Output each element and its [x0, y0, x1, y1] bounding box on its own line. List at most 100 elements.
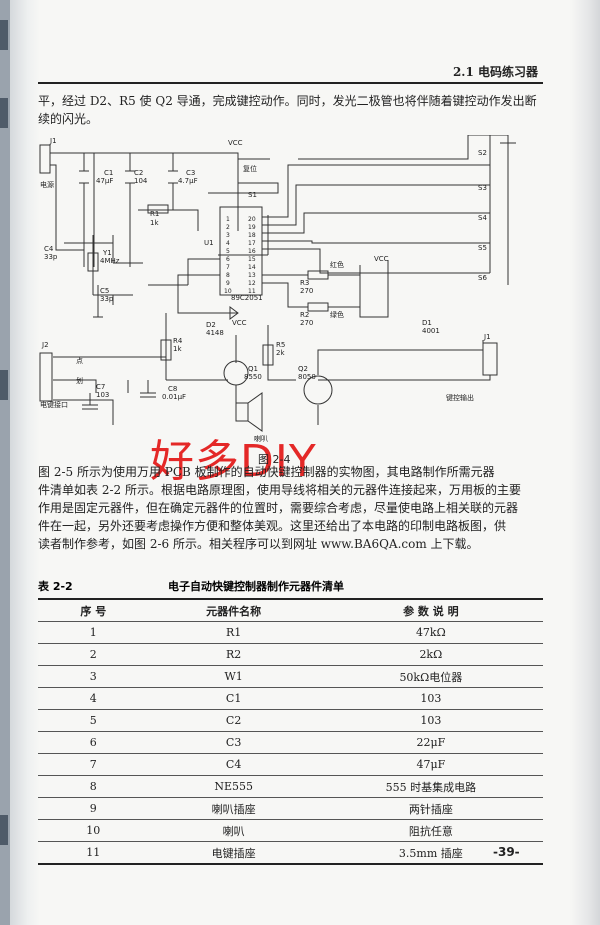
svg-text:R5: R5 [276, 341, 285, 349]
svg-text:电源: 电源 [40, 180, 54, 189]
q2-transistor [303, 375, 333, 405]
table-cell: 555 时基集成电路 [318, 775, 543, 798]
r1-resistor [147, 204, 169, 214]
svg-text:喇叭: 喇叭 [254, 434, 268, 443]
svg-text:VCC: VCC [228, 139, 243, 147]
table-cell: 9 [38, 797, 149, 820]
svg-text:8550: 8550 [244, 373, 262, 381]
column-header: 序 号 [38, 598, 149, 622]
svg-text:19: 19 [248, 224, 256, 231]
svg-text:S3: S3 [478, 184, 487, 192]
svg-text:绿色: 绿色 [330, 310, 344, 319]
svg-text:Q2: Q2 [298, 365, 308, 373]
svg-text:R2: R2 [300, 311, 309, 319]
svg-text:33p: 33p [100, 295, 114, 303]
page-number: -39- [493, 845, 520, 859]
svg-text:1k: 1k [173, 345, 182, 353]
r2-resistor [307, 302, 329, 312]
section-header: 2.1 电码练习器 [452, 65, 538, 79]
svg-text:10: 10 [224, 288, 232, 295]
svg-text:键控输出: 键控输出 [446, 393, 474, 402]
svg-text:3: 3 [226, 232, 230, 239]
svg-text:D2: D2 [206, 321, 216, 329]
table-heading: 表 2-2 电子自动快键控制器制作元器件清单 [38, 578, 543, 594]
table-cell: 3.5mm 插座 [318, 841, 543, 865]
table-cell: 2kΩ [318, 643, 543, 666]
svg-text:S2: S2 [478, 149, 487, 157]
svg-text:划: 划 [76, 376, 83, 385]
svg-text:复位: 复位 [243, 164, 257, 173]
table-cell: R2 [148, 643, 319, 666]
table-cell: 2 [38, 643, 149, 666]
svg-text:J1: J1 [483, 333, 491, 341]
table-cell: W1 [148, 665, 319, 688]
body-line: 件在一起，另外还要考虑操作方便和整体美观。这里还给出了本电路的印制电路板图，供 [38, 519, 507, 533]
svg-text:R1: R1 [150, 210, 159, 218]
svg-text:15: 15 [248, 256, 256, 263]
spine-mark [0, 370, 8, 400]
svg-text:2k: 2k [276, 349, 285, 357]
table-cell: 22μF [318, 731, 543, 754]
svg-text:5: 5 [226, 248, 230, 255]
watermark-text: 好多DIY [150, 436, 317, 487]
svg-text:R4: R4 [173, 337, 183, 345]
svg-text:红色: 红色 [330, 260, 344, 269]
table-cell: 103 [318, 687, 543, 710]
svg-text:13: 13 [248, 272, 256, 279]
table-cell: 阻抗任意 [318, 819, 543, 842]
svg-text:D1: D1 [422, 319, 432, 327]
table-cell: 喇叭 [148, 819, 319, 842]
svg-text:C7: C7 [96, 383, 105, 391]
table-cell: 1 [38, 621, 149, 644]
svg-text:104: 104 [134, 177, 148, 185]
body-line: 读者制作参考，如图 2-6 所示。相关程序可以到网址 www.BA6QA.com… [38, 537, 479, 551]
table-cell: 47μF [318, 753, 543, 776]
u1-chip [219, 206, 263, 296]
j1-output-jack [482, 342, 498, 376]
r5-resistor [262, 344, 274, 366]
svg-text:J1: J1 [49, 137, 57, 145]
svg-text:4001: 4001 [422, 327, 440, 335]
svg-text:11: 11 [248, 288, 256, 295]
table-cell: 3 [38, 665, 149, 688]
svg-text:C2: C2 [134, 169, 143, 177]
svg-text:电键接口: 电键接口 [40, 400, 68, 409]
svg-text:8050: 8050 [298, 373, 316, 381]
svg-text:4: 4 [226, 240, 230, 247]
svg-text:C5: C5 [100, 287, 109, 295]
svg-text:6: 6 [226, 256, 230, 263]
book-spine [0, 0, 10, 925]
svg-text:VCC: VCC [232, 319, 247, 327]
svg-text:16: 16 [248, 248, 256, 255]
svg-text:103: 103 [96, 391, 109, 399]
body-line: 件清单如表 2-2 所示。根据电路原理图，使用导线将相关的元器件连接起来，万用板… [38, 483, 521, 497]
svg-text:2: 2 [226, 224, 230, 231]
j2-connector [39, 352, 53, 402]
svg-text:R3: R3 [300, 279, 309, 287]
table-cell: 47kΩ [318, 621, 543, 644]
table-cell: 5 [38, 709, 149, 732]
svg-text:1: 1 [226, 216, 230, 223]
column-header: 元器件名称 [148, 598, 319, 622]
svg-text:4.7μF: 4.7μF [178, 177, 198, 185]
svg-text:Q1: Q1 [248, 365, 258, 373]
table-header-row: 序 号 元器件名称 参 数 说 明 [38, 598, 543, 622]
svg-text:8: 8 [226, 272, 230, 279]
spine-mark [0, 815, 8, 845]
svg-text:4MHz: 4MHz [100, 257, 120, 265]
svg-text:270: 270 [300, 287, 313, 295]
spine-mark [0, 20, 8, 50]
speaker-body [235, 402, 249, 422]
svg-text:点: 点 [76, 357, 83, 365]
svg-text:17: 17 [248, 240, 256, 247]
table-cell: 6 [38, 731, 149, 754]
